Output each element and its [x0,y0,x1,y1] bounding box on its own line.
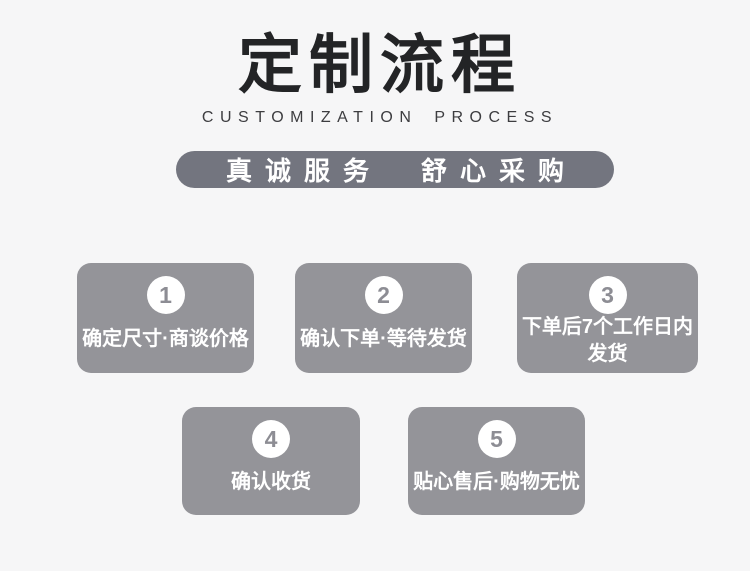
step-card-5: 5 贴心售后·购物无忧 [408,407,585,515]
step-number: 5 [490,425,503,452]
step-number-badge: 2 [364,276,403,314]
step-label: 确认收货 [231,471,311,493]
step-number: 2 [377,281,390,308]
step-card-2: 2 确认下单·等待发货 [295,263,472,373]
step-card-4: 4 确认收货 [182,407,360,515]
section-title: 定制流程 [238,29,522,101]
step-card-3: 3 下单后7个工作日内 发货 [517,263,698,373]
step-label: 贴心售后·购物无忧 [413,471,580,493]
step-number: 4 [264,425,278,452]
step-number-badge: 1 [146,276,185,314]
step-number-badge: 5 [477,420,516,458]
step-number: 1 [159,281,172,308]
service-slogan-banner: 真诚服务 舒心采购 [176,151,614,188]
step-label: 确定尺寸·商谈价格 [82,328,249,350]
step-label: 下单后7个工作日内 发货 [521,316,694,365]
step-number-badge: 3 [588,276,627,314]
step-label: 确认下单·等待发货 [300,328,467,350]
step-number-badge: 4 [252,420,290,458]
step-card-1: 1 确定尺寸·商谈价格 [77,263,254,373]
section-subtitle: CUSTOMIZATION PROCESS [201,109,559,126]
step-number: 3 [601,281,614,308]
